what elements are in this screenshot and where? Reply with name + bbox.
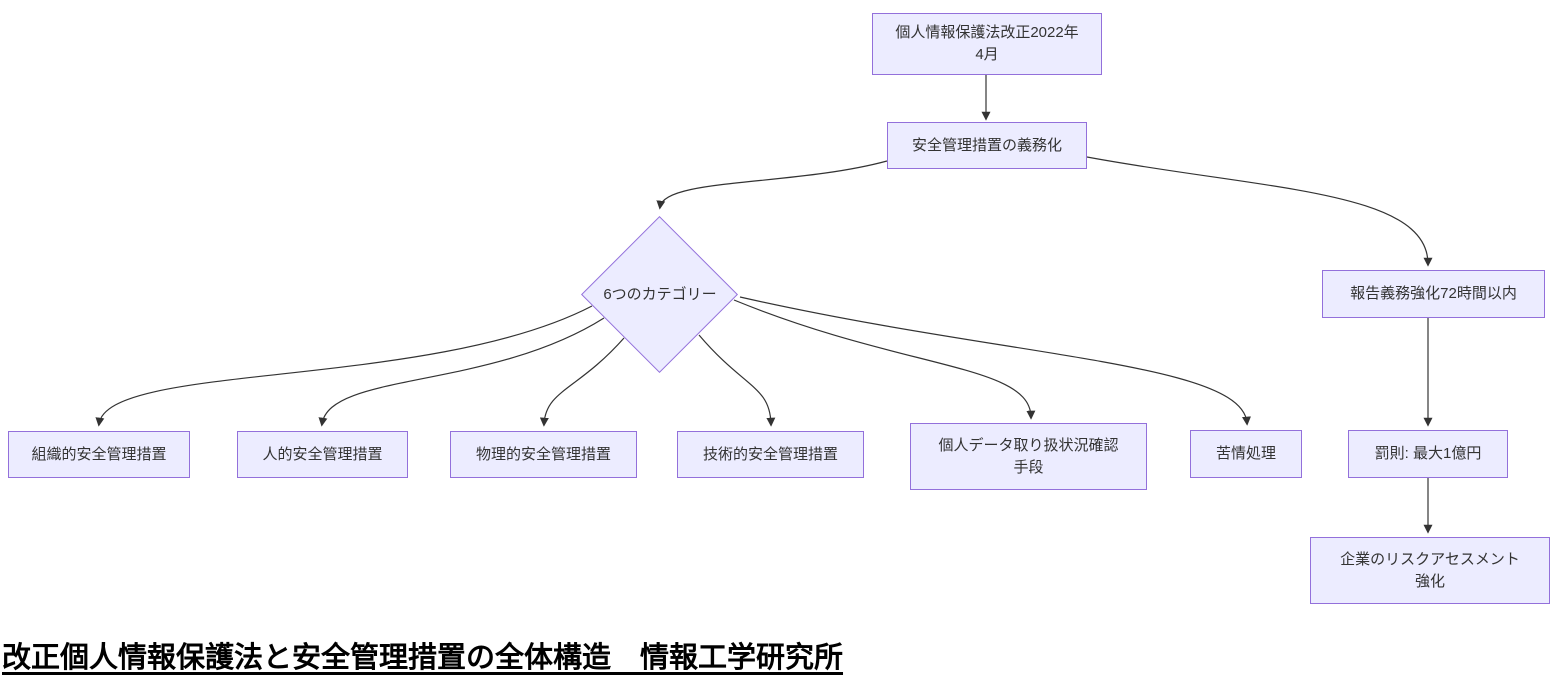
edge-categories-complaint (739, 296, 1251, 426)
edge-categories-org (95, 305, 593, 427)
node-risk-label: 企業のリスクアセスメント 強化 (1340, 550, 1520, 590)
node-categories-decision: 6つのカテゴリー (581, 216, 739, 374)
node-physical-label: 物理的安全管理措置 (475, 445, 611, 463)
node-org-label: 組織的安全管理措置 (31, 445, 167, 463)
edge-categories-datacheck (733, 299, 1036, 420)
node-org: 組織的安全管理措置 (8, 431, 190, 478)
node-datacheck-label: 個人データ取り扱状況確認 手段 (938, 436, 1119, 476)
node-technical-label: 技術的安全管理措置 (702, 445, 838, 463)
node-risk: 企業のリスクアセスメント 強化 (1310, 537, 1550, 604)
edge-obligation-categories (656, 160, 888, 210)
node-complaint-label: 苦情処理 (1215, 445, 1276, 463)
node-report: 報告義務強化72時間以内 (1322, 270, 1545, 318)
node-categories-label: 6つのカテゴリー (603, 286, 717, 304)
node-penalty-label: 罰則: 最大1億円 (1374, 445, 1482, 463)
node-law-label: 個人情報保護法改正2022年 4月 (895, 24, 1079, 63)
node-datacheck: 個人データ取り扱状況確認 手段 (910, 423, 1147, 490)
node-technical: 技術的安全管理措置 (677, 431, 864, 478)
node-penalty: 罰則: 最大1億円 (1348, 430, 1508, 478)
edge-obligation-report (1086, 156, 1433, 267)
node-obligation-label: 安全管理措置の義務化 (911, 136, 1062, 154)
node-human-label: 人的安全管理措置 (262, 445, 383, 463)
node-human: 人的安全管理措置 (237, 431, 408, 478)
diagram-caption: 改正個人情報保護法と安全管理措置の全体構造 情報工学研究所 (2, 642, 844, 674)
edge-categories-human (318, 317, 605, 427)
node-physical: 物理的安全管理措置 (450, 431, 637, 478)
node-law: 個人情報保護法改正2022年 4月 (872, 13, 1102, 75)
node-complaint: 苦情処理 (1190, 430, 1302, 478)
node-report-label: 報告義務強化72時間以内 (1350, 285, 1517, 303)
node-obligation: 安全管理措置の義務化 (887, 122, 1087, 169)
